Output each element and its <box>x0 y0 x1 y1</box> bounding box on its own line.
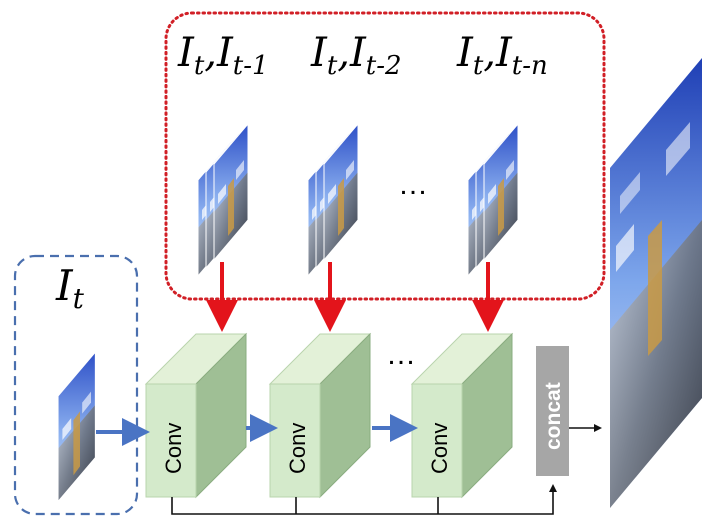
skip-connection <box>171 484 557 515</box>
ellipsis-top: … <box>398 168 428 201</box>
concat-label: concat <box>542 382 565 450</box>
output-frame <box>610 58 702 508</box>
input-frame <box>57 351 96 503</box>
conv-block-2: Conv <box>268 332 372 499</box>
conv-label-2: Conv <box>285 423 310 474</box>
conv-block-3: Conv <box>410 332 514 499</box>
conv-block-1: Conv <box>144 332 248 499</box>
pair-label-2: It,It-2 <box>310 30 402 81</box>
ellipsis-conv: … <box>386 338 416 371</box>
reference-frames-box <box>164 11 606 301</box>
conv-label-1: Conv <box>161 423 186 474</box>
frame-stack-1 <box>197 123 249 277</box>
concat-block <box>536 346 569 476</box>
frame-stack-3 <box>467 123 519 277</box>
conv-label-3: Conv <box>427 423 452 474</box>
pair-label-3: It,It-n <box>456 30 548 81</box>
pair-label-1: It,It-1 <box>177 30 269 81</box>
input-label: It <box>55 261 85 315</box>
frame-stack-2 <box>307 123 359 277</box>
